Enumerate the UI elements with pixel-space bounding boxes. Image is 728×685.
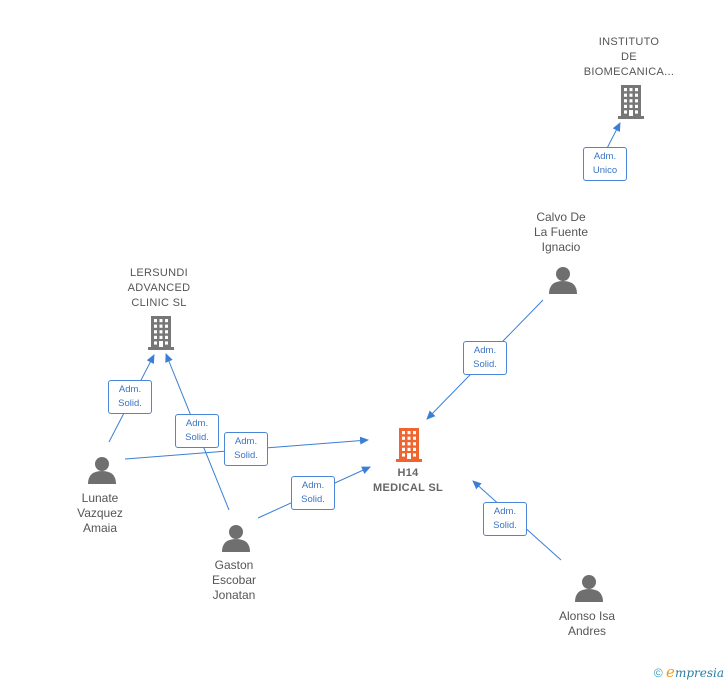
node-label-line: Gaston (214, 558, 254, 572)
node-label-line: CLINIC SL (131, 297, 187, 309)
edge-label-text: Solid. (301, 494, 325, 505)
edge-label-alonso-to-h14[interactable]: Adm. Solid. (483, 502, 527, 536)
edge-label-text: Solid. (234, 450, 258, 461)
edge-label-text: Solid. (473, 359, 497, 370)
edge-label-text: Adm. (473, 345, 497, 356)
node-label-line: La Fuente (533, 225, 589, 239)
edge-label-text: Adm. (593, 151, 617, 162)
edge-label-text: Solid. (493, 520, 517, 531)
node-label-line: Amaia (82, 521, 117, 535)
node-label-line: Lunate (81, 491, 119, 505)
node-label-line: Calvo De (536, 210, 586, 224)
node-label-line: Ignacio (541, 240, 581, 254)
node-label-line: Vazquez (77, 506, 123, 520)
edge-label-gaston-to-lersundi[interactable]: Adm. Solid. (175, 414, 219, 448)
edge-label-text: Adm. (493, 506, 517, 517)
edge-label-text: Unico (592, 165, 618, 176)
footer-brand[interactable]: © empresia (654, 663, 724, 681)
person-icon-gaston[interactable] (222, 525, 250, 552)
node-label-line: INSTITUTO (598, 36, 660, 48)
node-label-line: H14 (397, 467, 419, 479)
edge-label-text: Adm. (118, 384, 142, 395)
building-icon-instituto[interactable] (618, 85, 644, 119)
edge-label-text: Solid. (118, 398, 142, 409)
person-icon-alonso[interactable] (575, 575, 603, 602)
node-label-line: LERSUNDI (129, 267, 189, 279)
node-label-line: Escobar (211, 573, 257, 587)
node-label-line: Jonatan (212, 588, 256, 602)
person-icon-calvo[interactable] (549, 267, 577, 294)
edge-label-text: Adm. (234, 436, 258, 447)
brand-logo-e: e (666, 663, 675, 681)
edge-label-calvo-to-instituto[interactable]: Adm. Unico (583, 147, 627, 181)
edge-label-calvo-to-h14[interactable]: Adm. Solid. (463, 341, 507, 375)
person-icon-lunate[interactable] (88, 457, 116, 484)
node-label-lersundi[interactable]: LERSUNDI ADVANCED CLINIC SL (104, 266, 214, 311)
edge-label-gaston-to-h14[interactable]: Adm. Solid. (291, 476, 335, 510)
edge-label-text: Adm. (301, 480, 325, 491)
copyright-symbol: © (653, 666, 663, 680)
node-label-line: BIOMECANICA... (583, 66, 675, 78)
node-label-line: Andres (567, 624, 607, 638)
node-label-line: DE (621, 51, 637, 63)
building-icon-lersundi[interactable] (148, 316, 174, 350)
edge-label-text: Solid. (185, 432, 209, 443)
node-label-instituto[interactable]: INSTITUTO DE BIOMECANICA... (574, 35, 684, 80)
edge-label-text: Adm. (185, 418, 209, 429)
brand-logo-text: mpresia (674, 666, 724, 680)
node-label-line: MEDICAL SL (372, 482, 444, 494)
node-label-line: Alonso Isa (558, 609, 616, 623)
building-icon-h14[interactable] (396, 428, 422, 462)
edge-label-lunate-to-lersundi[interactable]: Adm. Solid. (108, 380, 152, 414)
edge-label-lunate-to-h14[interactable]: Adm. Solid. (224, 432, 268, 466)
node-label-line: ADVANCED (127, 282, 191, 294)
